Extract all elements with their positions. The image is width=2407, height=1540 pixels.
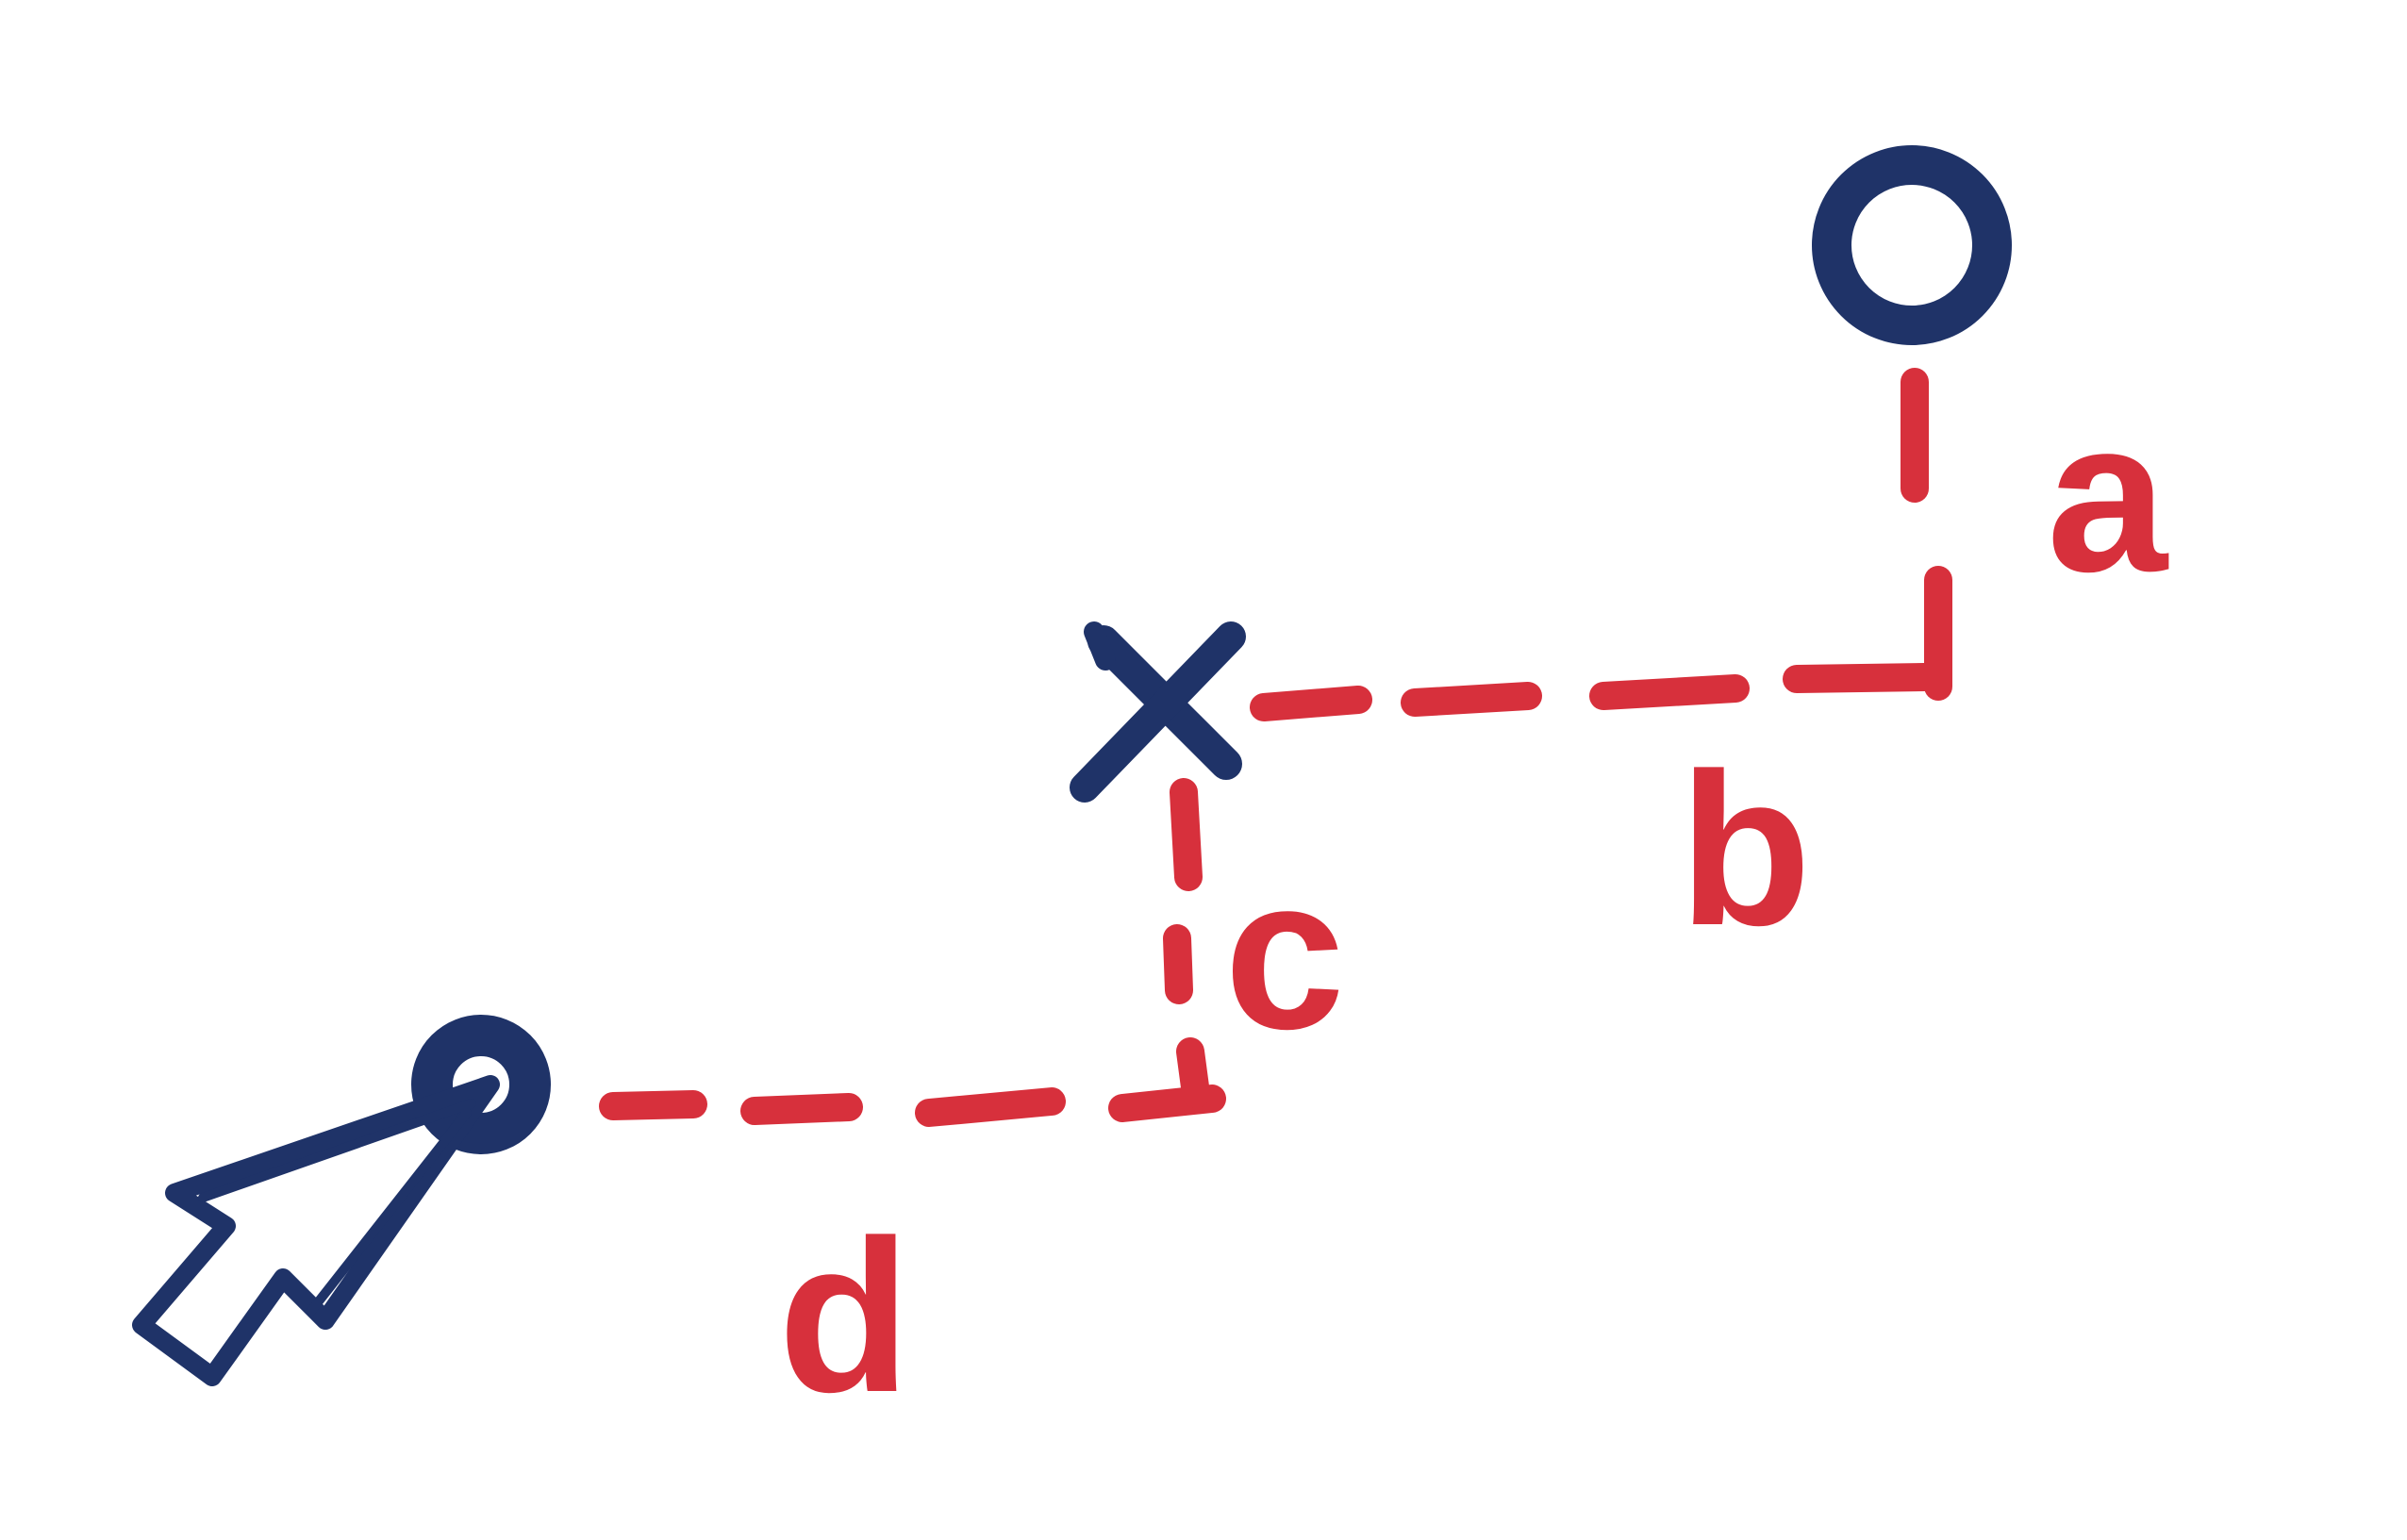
segment-c-dash [1163,924,1193,1004]
label-c: c [1224,832,1345,1074]
segment-d-dash [915,1087,1066,1127]
label-d: d [778,1195,911,1437]
segment-c-dash [1176,1037,1210,1108]
segment-b-dash [1250,686,1372,721]
segment-d [599,1085,1226,1127]
segment-b-dash [1589,674,1750,710]
cursor-arrow-icon [132,1015,551,1386]
segment-b [1250,663,1938,721]
segment-d-dash [740,1093,863,1125]
segment-c-dash [1170,778,1203,891]
circle-target-icon [1812,145,2012,345]
label-b: b [1679,728,1812,970]
label-a: a [2047,374,2169,617]
segment-d-dash [599,1090,707,1120]
segment-a [1901,368,1952,701]
segment-c [1163,778,1210,1108]
x-mark-icon [1070,621,1246,803]
segment-b-dash [1783,663,1938,693]
segment-b-dash [1401,682,1542,717]
